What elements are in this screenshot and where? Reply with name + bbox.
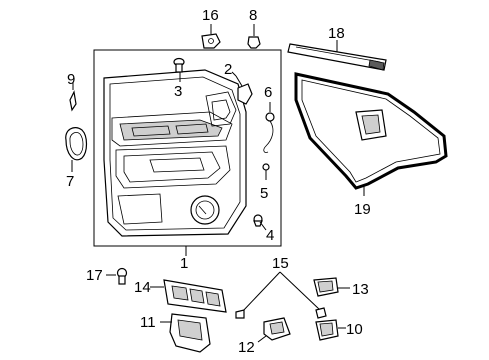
callout-3: 3 <box>174 83 182 100</box>
callout-5: 5 <box>260 185 268 202</box>
callout-17: 17 <box>86 267 103 284</box>
door-panel-frame <box>93 49 282 247</box>
callout-13: 13 <box>352 281 369 298</box>
callout-18: 18 <box>328 25 345 42</box>
callout-7: 7 <box>66 173 74 190</box>
handle-bezel-part-7 <box>65 127 88 172</box>
switch-part-12 <box>257 317 291 343</box>
callout-19: 19 <box>354 201 371 218</box>
leader-line-part-2 <box>231 71 237 77</box>
switch-part-13 <box>313 277 350 297</box>
callout-16: 16 <box>202 7 219 24</box>
fastener-part-4 <box>253 214 267 231</box>
door-trim-panel <box>103 69 247 237</box>
callout-11: 11 <box>140 314 156 331</box>
callout-1: 1 <box>180 255 188 272</box>
callout-14: 14 <box>134 279 151 296</box>
window-switch-part-14 <box>150 279 227 313</box>
switch-housing-part-11 <box>160 313 211 353</box>
cable-part-6 <box>263 102 275 153</box>
leader-lines-part-15 <box>235 271 327 319</box>
switch-part-10 <box>315 319 346 341</box>
belt-molding-part-18 <box>287 40 387 71</box>
callout-15: 15 <box>272 255 289 272</box>
callout-6: 6 <box>264 84 272 101</box>
callout-9: 9 <box>67 71 75 88</box>
callout-10: 10 <box>346 321 363 338</box>
callout-2: 2 <box>224 61 232 78</box>
weatherstrip-part-19 <box>294 72 448 196</box>
callout-12: 12 <box>238 339 255 356</box>
screw-part-17 <box>106 267 128 285</box>
bracket-part <box>235 75 253 105</box>
clip-part-3 <box>173 57 185 82</box>
screw-part-5 <box>262 163 270 180</box>
callout-4: 4 <box>266 227 274 244</box>
callout-8: 8 <box>249 7 257 24</box>
clip-part-8 <box>247 24 261 49</box>
grommet-part-16 <box>201 24 221 49</box>
trim-piece-part-9 <box>69 82 77 112</box>
